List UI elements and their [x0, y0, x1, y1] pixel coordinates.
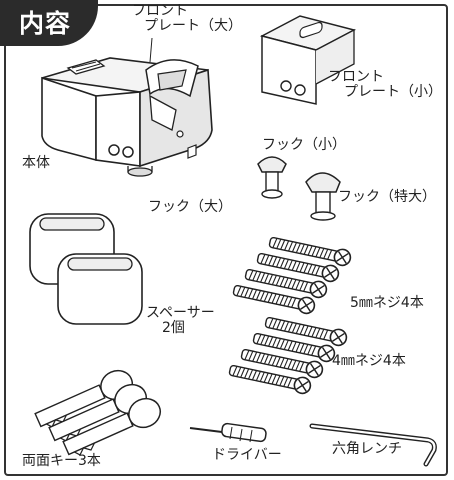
front-plate-icon — [259, 15, 357, 105]
label-front-plate-small: フロント プレート（小） — [328, 69, 442, 101]
label-hook-xl: フック（特大） — [338, 189, 436, 205]
key-icon — [34, 369, 162, 456]
screw-icon — [227, 233, 353, 396]
label-body: 本体 — [22, 155, 50, 171]
lock-body-icon — [41, 57, 213, 177]
card-border — [4, 4, 448, 476]
header-tab: 内容 — [0, 0, 98, 46]
label-screw-5mm: 5㎜ネジ4本 — [350, 295, 424, 311]
label-hook-large: フック（大） — [148, 199, 232, 215]
label-front-plate-large: フロント プレート（大） — [132, 3, 242, 35]
hook-icon — [257, 156, 341, 221]
front-plate-large-leader — [149, 37, 153, 63]
label-hook-small: フック（小） — [262, 137, 346, 153]
label-screw-4mm: 4㎜ネジ4本 — [332, 353, 406, 369]
label-hex-wrench: 六角レンチ — [332, 441, 402, 457]
hex-wrench-icon — [309, 423, 437, 467]
spacer-icon — [29, 213, 143, 325]
label-keys: 両面キー3本 — [22, 453, 101, 469]
label-driver: ドライバー — [212, 447, 282, 463]
header-title: 内容 — [18, 9, 71, 38]
screwdriver-icon — [189, 422, 267, 443]
label-spacer: スペーサー 2個 — [146, 305, 215, 337]
